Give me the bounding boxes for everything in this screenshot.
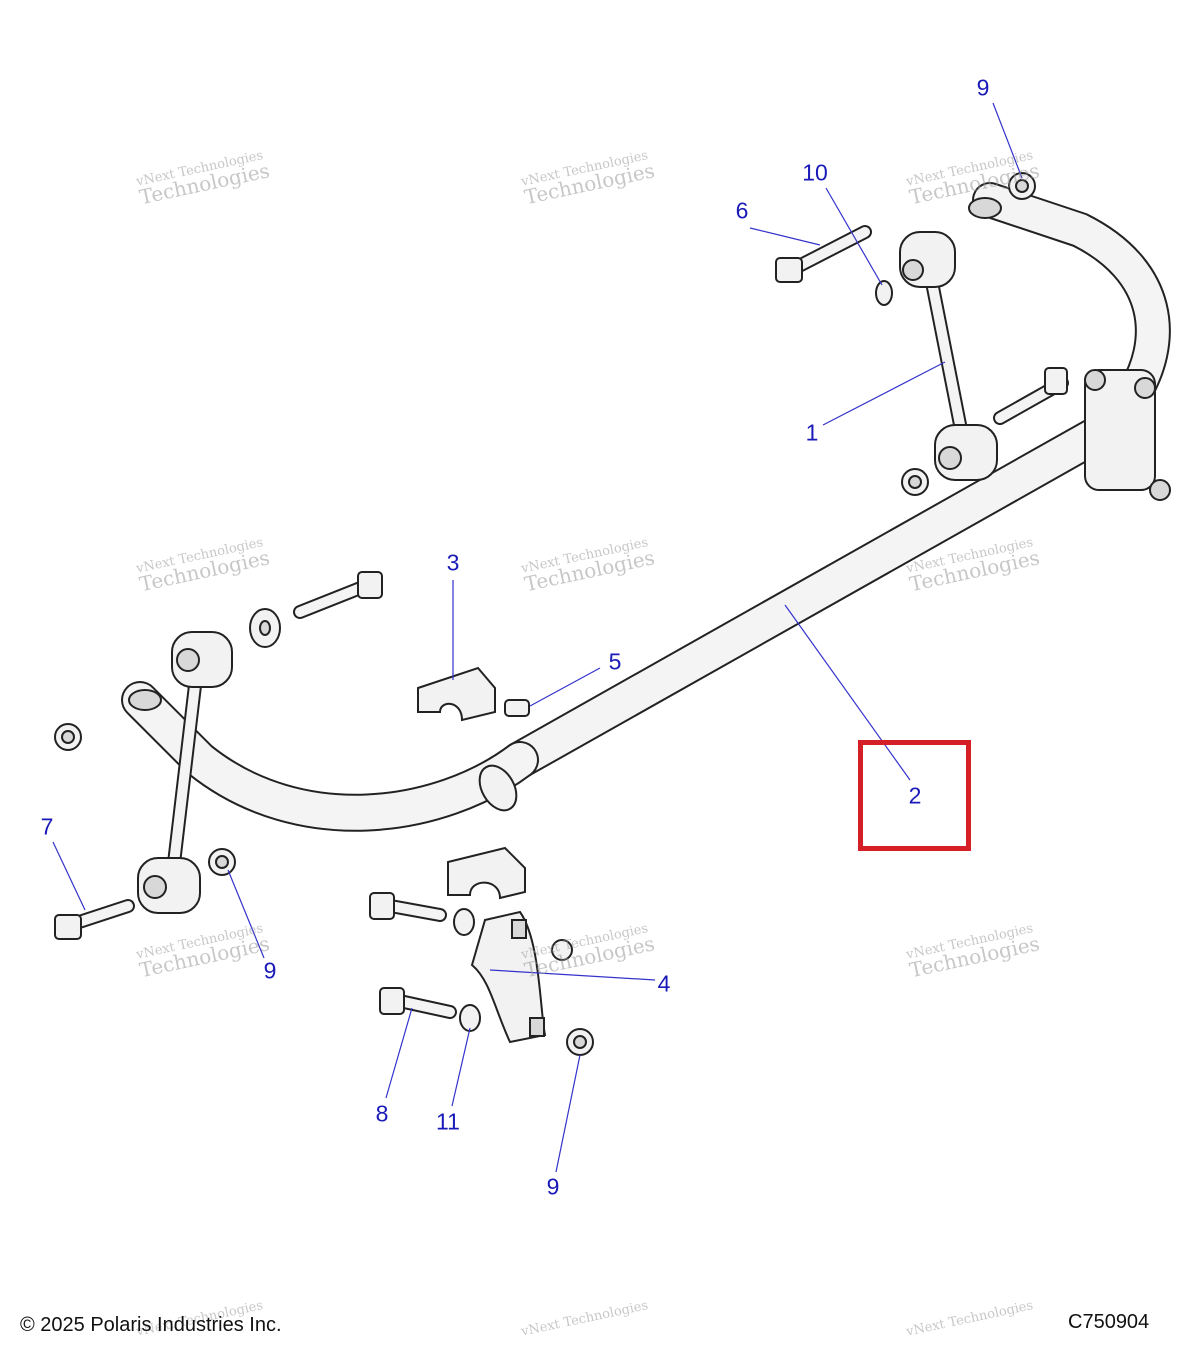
clamp-4	[470, 910, 547, 1044]
bushing-3	[417, 666, 496, 722]
callout-5[interactable]: 5	[608, 648, 622, 675]
callout-3[interactable]: 3	[446, 549, 460, 576]
washer-10	[875, 280, 893, 306]
callout-11[interactable]: 11	[436, 1108, 460, 1135]
lower-bushing	[447, 846, 526, 900]
upper-left-bolt	[293, 571, 383, 619]
callout-9-top[interactable]: 9	[976, 74, 990, 101]
left-link	[137, 631, 233, 914]
right-clamp-assembly	[1084, 369, 1171, 501]
callout-4[interactable]: 4	[657, 970, 671, 997]
callout-1[interactable]: 1	[805, 419, 819, 446]
copyright-notice: © 2025 Polaris Industries Inc.	[20, 1314, 282, 1336]
washer-11	[459, 1004, 481, 1032]
nut-lower-clamp	[566, 1028, 594, 1056]
nut-left-link	[208, 848, 236, 876]
callout-2[interactable]: 2	[908, 782, 922, 809]
figure-code: C750904	[1068, 1311, 1150, 1333]
right-link	[899, 231, 998, 481]
nut-left-top	[54, 723, 82, 751]
nut-mid-clamp	[551, 939, 573, 961]
bolt-7	[54, 899, 135, 940]
fitting-5	[504, 699, 530, 717]
callout-7[interactable]: 7	[40, 813, 54, 840]
callout-9-bottom[interactable]: 9	[546, 1173, 560, 1200]
nut-top-right	[1008, 172, 1036, 200]
callout-9-left[interactable]: 9	[263, 957, 277, 984]
callout-6[interactable]: 6	[735, 197, 749, 224]
upper-left-washer	[249, 608, 281, 648]
bolt-8	[379, 987, 457, 1019]
leader-lines	[52, 102, 1023, 1173]
callout-8[interactable]: 8	[375, 1100, 389, 1127]
bolt-6	[775, 225, 872, 283]
nut-right-link	[901, 468, 929, 496]
callout-10[interactable]: 10	[802, 159, 828, 186]
highlight-box-part-2[interactable]	[858, 740, 971, 851]
stabilizer-bar	[121, 182, 1171, 832]
right-clamp-bolt	[993, 367, 1069, 425]
lower-bolt-upper	[369, 892, 447, 922]
lower-washer-upper	[453, 908, 475, 936]
